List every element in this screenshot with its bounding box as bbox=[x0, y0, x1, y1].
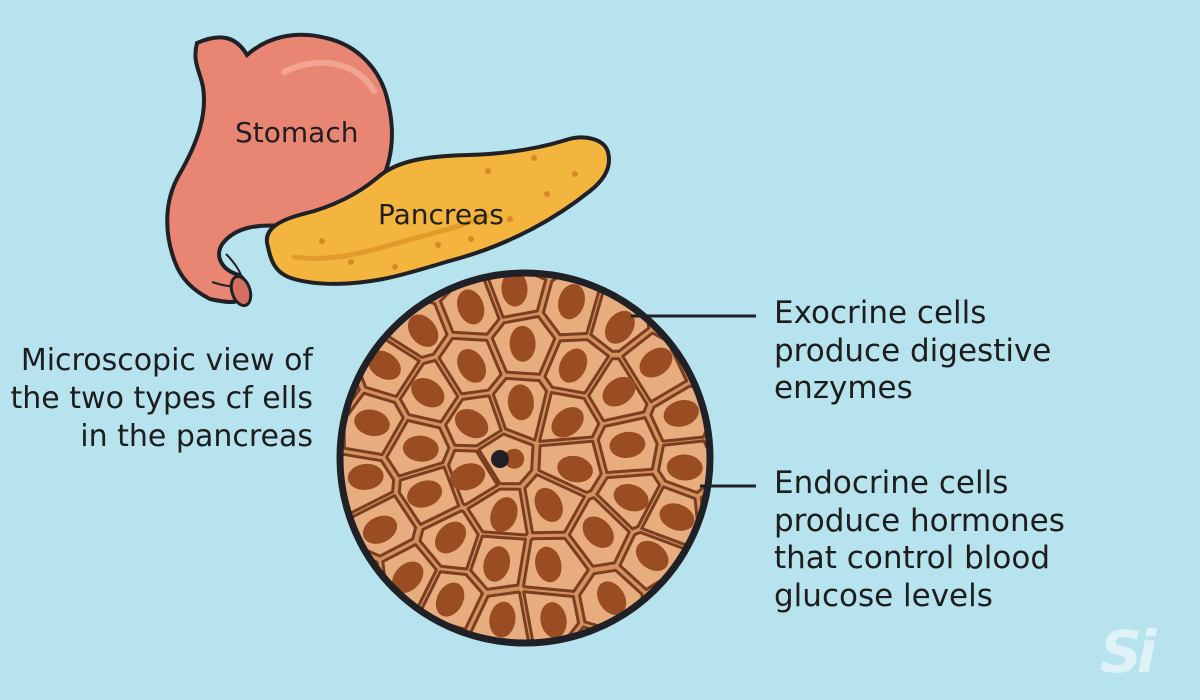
endocrine-line-4: glucose levels bbox=[774, 577, 993, 614]
cell-nucleus bbox=[367, 350, 401, 380]
exocrine-annotation: Exocrine cells produce digestive enzymes bbox=[774, 295, 1164, 408]
cell-nucleus bbox=[457, 349, 487, 383]
cell-nucleus bbox=[551, 407, 584, 438]
exocrine-line-2: produce digestive bbox=[774, 332, 1052, 369]
cell-nucleus bbox=[434, 521, 467, 554]
tissue-cell bbox=[340, 522, 361, 605]
cell-nucleus bbox=[635, 540, 669, 571]
endocrine-line-1: Endocrine cells bbox=[774, 465, 1009, 501]
cell-nucleus bbox=[558, 348, 588, 383]
endocrine-annotation: Endocrine cells produce hormones that co… bbox=[774, 465, 1164, 615]
cell-nucleus bbox=[666, 454, 703, 481]
cell-nucleus bbox=[504, 448, 525, 469]
tissue-cell bbox=[340, 553, 384, 643]
cell-nucleus bbox=[407, 314, 439, 347]
tissue-cell bbox=[565, 273, 636, 282]
tissue-cell bbox=[599, 273, 691, 303]
caption-line-2: the two types cf ells bbox=[10, 381, 314, 417]
cell-nucleus bbox=[501, 273, 528, 307]
cell-nucleus bbox=[582, 516, 614, 548]
pancreas-illustration bbox=[264, 135, 611, 286]
cell-nucleus bbox=[540, 602, 567, 638]
stomach-label: Stomach bbox=[235, 116, 359, 149]
cell-nucleus bbox=[534, 487, 563, 523]
cell-nucleus bbox=[609, 431, 646, 458]
stomach-illustration bbox=[165, 32, 394, 308]
cell-nucleus bbox=[411, 377, 445, 408]
tissue-cell bbox=[511, 647, 568, 689]
endocrine-line-3: that control blood bbox=[774, 540, 1051, 576]
watermark-logo: Si bbox=[1100, 618, 1157, 686]
cell-nucleus bbox=[457, 289, 485, 325]
tissue-cell bbox=[691, 527, 710, 613]
cell-nucleus bbox=[392, 561, 424, 594]
cell-nucleus bbox=[362, 515, 398, 544]
tissue-cell bbox=[625, 600, 710, 643]
cell-nucleus bbox=[407, 480, 443, 508]
cell-nucleus bbox=[507, 384, 534, 421]
cell-nucleus bbox=[402, 435, 439, 462]
cell-nucleus bbox=[558, 283, 585, 320]
microscopic-view-caption: Microscopic view of the two types cf ell… bbox=[0, 342, 314, 456]
cell-nucleus bbox=[602, 376, 636, 407]
cell-nucleus bbox=[483, 546, 511, 582]
cell-nucleus bbox=[597, 581, 627, 615]
cell-grid bbox=[340, 273, 710, 689]
cell-nucleus bbox=[454, 408, 489, 439]
pancreas-label: Pancreas bbox=[378, 198, 504, 231]
tissue-cell bbox=[706, 420, 710, 475]
cell-nucleus bbox=[604, 310, 635, 344]
cell-nucleus bbox=[535, 546, 562, 583]
cell-nucleus bbox=[489, 601, 516, 638]
tissue-cell bbox=[651, 273, 710, 337]
exocrine-line-3: enzymes bbox=[774, 370, 913, 406]
cell-nucleus bbox=[639, 347, 673, 378]
cell-nucleus bbox=[613, 483, 649, 512]
cell-nucleus bbox=[347, 463, 384, 490]
cell-nucleus bbox=[557, 455, 593, 483]
caption-line-3: in the pancreas bbox=[80, 419, 313, 455]
cell-nucleus bbox=[354, 409, 390, 437]
tissue-cell bbox=[340, 606, 422, 643]
cell-nucleus bbox=[450, 463, 486, 491]
endocrine-line-2: produce hormones bbox=[774, 502, 1065, 539]
cell-nucleus bbox=[663, 399, 699, 427]
leader-lines bbox=[631, 314, 756, 488]
exocrine-line-1: Exocrine cells bbox=[774, 295, 987, 331]
cell-nucleus bbox=[509, 325, 536, 362]
cell-nucleus bbox=[659, 503, 695, 531]
cell-nucleus bbox=[490, 497, 518, 533]
tissue-cell bbox=[460, 637, 520, 643]
tissue-cell bbox=[701, 357, 710, 422]
tissue-cell bbox=[340, 457, 342, 526]
microscopic-view bbox=[336, 269, 714, 689]
cell-nucleus bbox=[435, 582, 465, 617]
caption-line-1: Microscopic view of bbox=[20, 343, 313, 378]
